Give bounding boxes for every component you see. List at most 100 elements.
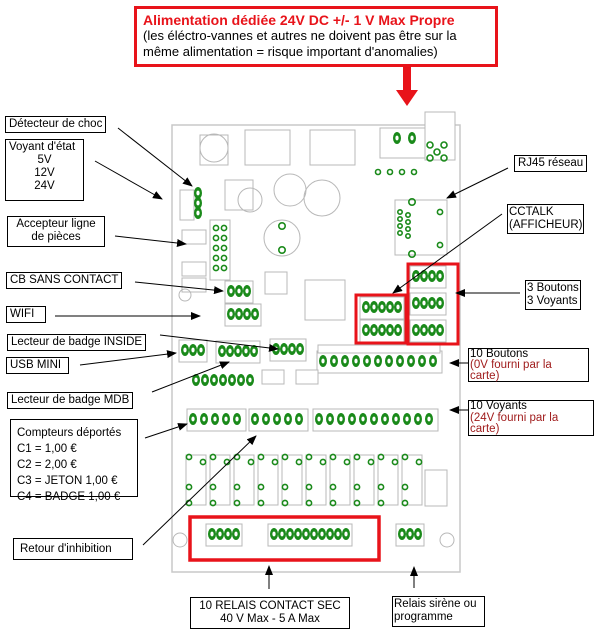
terminal-hole xyxy=(339,416,343,422)
via-pad xyxy=(440,141,448,149)
label-shock-detector: Détecteur de choc xyxy=(5,116,107,133)
buttons3-connector xyxy=(409,265,447,289)
via-pad xyxy=(212,234,220,242)
terminal-hole xyxy=(336,531,340,537)
label-text: C4 = BADGE 1,00 € xyxy=(17,491,121,503)
via-pad xyxy=(398,168,406,176)
capacitor-body xyxy=(263,219,301,257)
label-buttons10: 10 Boutons (0V fourni par la carte) xyxy=(468,348,589,382)
terminal-hole xyxy=(388,327,392,333)
label-text: Voyant d'état xyxy=(9,141,76,153)
wifi-connector xyxy=(224,303,262,327)
terminal-hole xyxy=(364,304,368,310)
label-coin-acceptor: Accepteur ligne de pièces xyxy=(7,216,105,247)
label-text: Lecteur de badge INSIDE xyxy=(11,336,143,348)
terminal-hole xyxy=(422,273,426,279)
ic-chip xyxy=(181,229,207,245)
terminal-hole xyxy=(304,531,308,537)
label-text: CB SANS CONTACT xyxy=(10,274,119,286)
via-pad xyxy=(257,453,265,461)
label-text: Relais sirène ou xyxy=(394,598,477,610)
via-pad xyxy=(410,168,418,176)
ic-chip xyxy=(264,271,288,295)
power-note-line2: même alimentation = risque important d'a… xyxy=(143,44,438,59)
via-pad xyxy=(415,458,423,466)
pcb-components xyxy=(172,111,456,548)
terminal-hole xyxy=(235,416,239,422)
terminal-hole xyxy=(191,416,195,422)
ic-chip xyxy=(295,369,319,385)
via-pad xyxy=(185,483,193,491)
terminal-hole xyxy=(372,327,376,333)
ic-chip xyxy=(181,277,207,293)
terminal-hole xyxy=(312,531,316,537)
relay xyxy=(329,454,351,506)
terminal-hole xyxy=(275,416,279,422)
terminal-hole xyxy=(383,416,387,422)
label-usb-mini: USB MINI xyxy=(6,357,69,374)
terminal-hole xyxy=(350,416,354,422)
via-pad xyxy=(343,458,351,466)
terminal-hole xyxy=(194,377,198,383)
label-note: carte) xyxy=(470,370,500,382)
via-pad xyxy=(209,483,217,491)
via-pad xyxy=(212,254,220,262)
via-pad xyxy=(436,208,444,216)
via-pad xyxy=(404,219,411,226)
terminal-hole xyxy=(408,531,412,537)
via-pad xyxy=(407,198,416,207)
terminal-hole xyxy=(296,531,300,537)
label-note: (0V fourni par la xyxy=(470,359,552,371)
terminal-hole xyxy=(414,300,418,306)
terminal-hole xyxy=(199,347,203,353)
label-text: Lecteur de badge MDB xyxy=(11,394,130,406)
terminal-hole xyxy=(372,416,376,422)
terminal-hole xyxy=(427,416,431,422)
via-pad xyxy=(281,499,289,507)
label-text: C3 = JETON 1,00 € xyxy=(17,475,118,487)
label-text: de pièces xyxy=(31,231,81,243)
power-arrow-head xyxy=(396,90,418,106)
terminal-hole xyxy=(398,358,402,364)
terminal-hole xyxy=(191,347,195,353)
terminal-hole xyxy=(409,358,413,364)
terminal-hole xyxy=(320,531,324,537)
via-pad xyxy=(305,483,313,491)
terminal-hole xyxy=(245,311,249,317)
terminal-hole xyxy=(298,346,302,352)
terminal-hole xyxy=(272,531,276,537)
terminal-hole xyxy=(282,346,286,352)
via-pad xyxy=(319,458,327,466)
terminal-hole xyxy=(438,273,442,279)
terminal-hole xyxy=(218,531,222,537)
terminal-hole xyxy=(245,288,249,294)
terminal-hole xyxy=(203,377,207,383)
via-pad xyxy=(396,230,403,237)
arrow-status-led xyxy=(94,160,163,200)
label-text: 10 Voyants xyxy=(470,400,527,412)
buttons3-connector xyxy=(409,292,447,316)
via-pad xyxy=(377,499,385,507)
label-text: 24V xyxy=(34,180,55,192)
arrow-badge-mdb xyxy=(151,361,230,393)
label-text: Détecteur de choc xyxy=(9,118,103,130)
terminal-hole xyxy=(396,327,400,333)
label-text: 3 Boutons xyxy=(527,282,579,294)
label-text: C1 = 1,00 € xyxy=(17,443,77,455)
terminal-hole xyxy=(328,531,332,537)
via-pad xyxy=(281,483,289,491)
label-siren-relay: Relais sirène ou programme xyxy=(392,596,485,627)
via-pad xyxy=(401,453,409,461)
arrow-coin xyxy=(114,235,187,247)
terminal-hole xyxy=(422,300,426,306)
terminal-hole xyxy=(380,327,384,333)
dc-jack xyxy=(379,127,426,159)
via-pad xyxy=(220,224,228,232)
terminal-hole xyxy=(354,358,358,364)
terminal-hole xyxy=(380,304,384,310)
arrow-cb xyxy=(134,281,224,295)
terminal-hole xyxy=(438,300,442,306)
terminal-hole xyxy=(388,304,392,310)
terminal-hole xyxy=(253,416,257,422)
terminal-hole xyxy=(414,327,418,333)
